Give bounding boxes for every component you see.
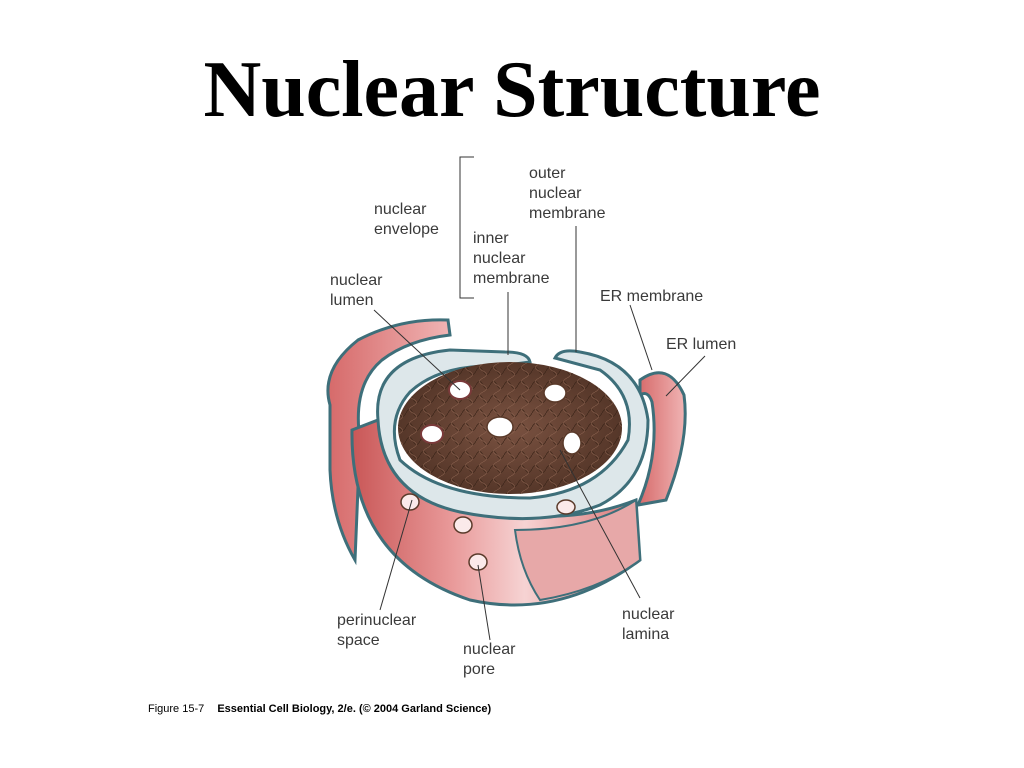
outer-pore (468, 553, 488, 571)
label-nuclear-lamina: nuclear lamina (622, 606, 679, 643)
label-inner-nuclear-membrane: inner nuclear membrane (473, 230, 550, 287)
leader-nuclear-lumen (373, 309, 461, 391)
figure-caption: Figure 15-7 Essential Cell Biology, 2/e.… (148, 703, 491, 715)
leader-nuclear-lamina (559, 449, 641, 599)
er-segment-left (326, 318, 452, 566)
figure-source: Essential Cell Biology, 2/e. (© 2004 Gar… (217, 703, 492, 715)
er-segment-right (635, 371, 687, 507)
inner-pore (486, 416, 514, 438)
figure-number: Figure 15-7 (148, 703, 205, 715)
label-perinuclear-space: perinuclear space (337, 612, 421, 649)
slide-title: Nuclear Structure (203, 46, 821, 134)
outer-pore (453, 516, 473, 534)
leader-nuclear-pore (477, 564, 491, 641)
outer-pore (556, 499, 576, 515)
label-nuclear-pore: nuclear pore (463, 641, 520, 678)
inner-pore (420, 424, 444, 444)
envelope-bracket (459, 156, 474, 299)
nuclear-wall-front (513, 498, 642, 602)
label-er-membrane: ER membrane (600, 288, 703, 305)
leader-er-membrane (629, 304, 653, 371)
inner-pore (562, 431, 582, 455)
leader-perinuclear (379, 499, 413, 611)
label-er-lumen: ER lumen (666, 336, 736, 353)
inner-pore (543, 383, 567, 403)
label-nuclear-envelope: nuclear envelope (374, 201, 439, 238)
leader-er-lumen (665, 355, 706, 397)
label-outer-nuclear-membrane: outer nuclear membrane (529, 165, 606, 222)
label-nuclear-lumen: nuclear lumen (330, 272, 387, 309)
outer-pore (400, 493, 420, 511)
